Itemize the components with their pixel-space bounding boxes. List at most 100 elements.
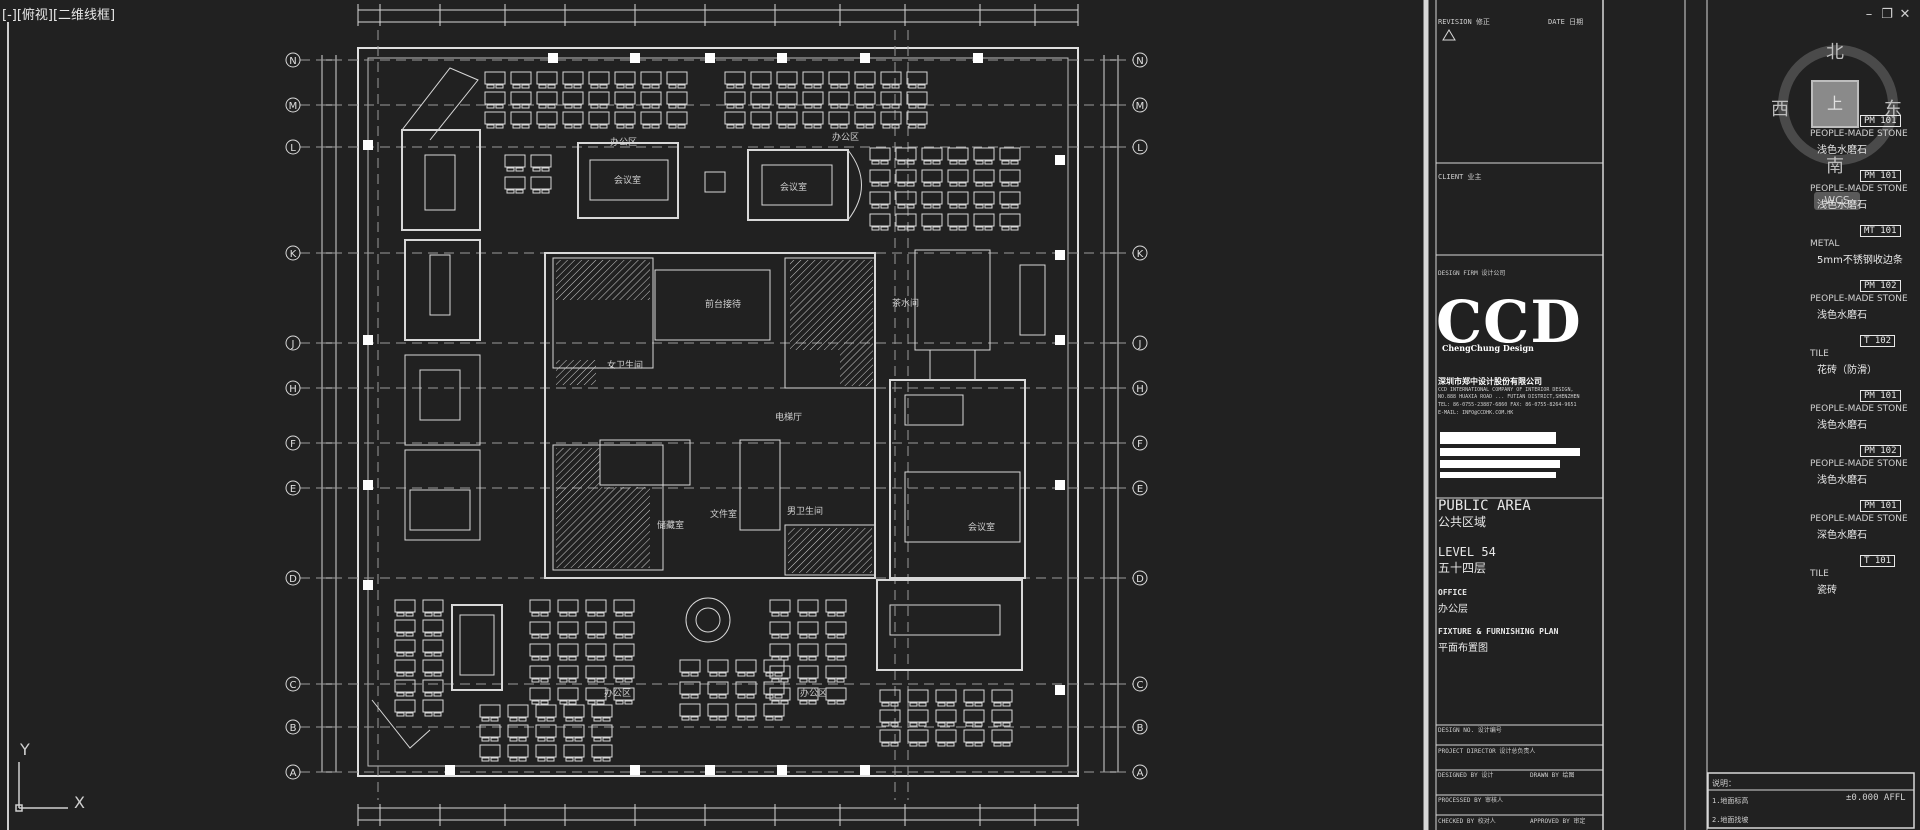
svg-text:K: K — [290, 249, 297, 260]
legend-panel — [1707, 772, 1915, 829]
viewcube-west[interactable]: 西 — [1771, 99, 1789, 120]
viewcube-ring[interactable] — [1778, 45, 1898, 165]
legend-en: METAL — [1810, 239, 1840, 249]
minimize-button[interactable]: – — [1865, 7, 1873, 22]
design-firm-label: DESIGN FIRM 设计公司 — [1438, 270, 1506, 277]
axis-y-label: Y — [19, 740, 30, 759]
legend-cn: 浅色水磨石 — [1817, 200, 1867, 211]
room-label-office-1: 办公区 — [610, 138, 638, 148]
svg-text:F: F — [1137, 439, 1143, 450]
legend-code: T 102 — [1860, 335, 1896, 347]
notes-line-2: 2.地面找坡 — [1712, 816, 1749, 824]
svg-text:L: L — [1137, 143, 1143, 154]
grid-bubble-d-left: D — [285, 570, 301, 586]
svg-text:J: J — [1138, 339, 1142, 350]
viewcube-east[interactable]: 东 — [1884, 99, 1902, 120]
room-label-file-room: 文件室 — [710, 510, 738, 520]
legend-en: PEOPLE-MADE STONE — [1810, 184, 1908, 194]
area-en: PUBLIC AREA — [1438, 498, 1531, 514]
grid-bubble-e-right: E — [1132, 480, 1148, 496]
processed-by: PROCESSED BY 审核人 — [1438, 797, 1503, 804]
client-label: CLIENT 业主 — [1438, 173, 1482, 181]
notes-line-1: 1.地面标高 — [1712, 797, 1749, 805]
wcs-menu[interactable]: WCS — [1814, 192, 1860, 210]
plan-cn: 平面布置图 — [1438, 643, 1488, 654]
grid-bubble-n-left: N — [285, 52, 301, 68]
svg-text:A: A — [290, 768, 297, 779]
grid-bubble-j-left: J — [285, 335, 301, 351]
room-label-office-4: 办公区 — [800, 689, 828, 699]
legend-cn: 浅色水磨石 — [1817, 420, 1867, 431]
floor-plan — [300, 4, 1133, 826]
company-en: CCD INTERNATIONAL COMPANY OF INTERIOR DE… — [1438, 387, 1574, 393]
legend-code: PM 101 — [1860, 115, 1901, 127]
grid-bubble-c-left: C — [285, 676, 301, 692]
ccd-logo-sub: ChengChung Design — [1442, 343, 1534, 353]
grid-bubble-b-right: B — [1132, 719, 1148, 735]
svg-text:B: B — [1137, 723, 1144, 734]
grid-bubble-a-right: A — [1132, 764, 1148, 780]
notes-label: 说明： — [1712, 779, 1736, 788]
grid-bubble-l-left: L — [285, 139, 301, 155]
legend-cn: 深色水磨石 — [1817, 530, 1867, 541]
level-cn: 五十四层 — [1438, 561, 1487, 575]
legend-cn: 瓷砖 — [1817, 585, 1837, 596]
svg-text:N: N — [1136, 56, 1143, 67]
svg-text:L: L — [290, 143, 296, 154]
legend-code: PM 101 — [1860, 170, 1901, 182]
legend-en: PEOPLE-MADE STONE — [1810, 459, 1908, 469]
legend-cn: 浅色水磨石 — [1817, 475, 1867, 486]
viewcube-south[interactable]: 南 — [1826, 156, 1844, 177]
grid-bubble-n-right: N — [1132, 52, 1148, 68]
restore-button[interactable]: ❐ — [1881, 7, 1893, 22]
ccd-logo: CCD — [1436, 288, 1582, 356]
area-cn: 公共区域 — [1438, 515, 1487, 529]
company-tel: TEL: 86-0755-23887-6860 FAX: 86-0755-826… — [1438, 402, 1577, 408]
legend-code: PM 102 — [1860, 280, 1901, 292]
svg-text:D: D — [289, 574, 297, 585]
grid-bubble-h-right: H — [1132, 380, 1148, 396]
svg-text:K: K — [1137, 249, 1144, 260]
title-block — [1423, 0, 1708, 830]
room-label-meeting-1: 会议室 — [614, 176, 642, 186]
axis-x-label: X — [74, 793, 85, 812]
grid-bubble-f-right: F — [1132, 435, 1148, 451]
svg-text:B: B — [290, 723, 297, 734]
viewport-label[interactable]: [-][俯视][二维线框] — [2, 8, 116, 23]
legend-code: PM 102 — [1860, 445, 1901, 457]
close-button[interactable]: ✕ — [1899, 7, 1911, 22]
legend-en: TILE — [1810, 569, 1829, 579]
grid-bubble-k-left: K — [285, 245, 301, 261]
checked-by: CHECKED BY 校对人 — [1438, 818, 1496, 825]
legend-en: PEOPLE-MADE STONE — [1810, 294, 1908, 304]
legend-cn: 5mm不锈钢收边条 — [1817, 255, 1903, 266]
viewcube-north[interactable]: 北 — [1826, 42, 1844, 63]
legend-en: TILE — [1810, 349, 1829, 359]
design-no: DESIGN NO. 设计编号 — [1438, 727, 1502, 734]
svg-text:C: C — [290, 680, 297, 691]
svg-text:H: H — [289, 384, 297, 395]
svg-text:F: F — [290, 439, 296, 450]
designed-by: DESIGNED BY 设计 — [1438, 772, 1494, 779]
svg-text:M: M — [1136, 101, 1145, 112]
svg-text:E: E — [290, 484, 296, 495]
legend-en: PEOPLE-MADE STONE — [1810, 404, 1908, 414]
office-cn: 办公层 — [1438, 604, 1468, 615]
viewcube-top-face[interactable]: 上 — [1811, 80, 1859, 128]
legend-code: MT 101 — [1860, 225, 1901, 237]
legend-code: PM 101 — [1860, 500, 1901, 512]
room-label-lift-hall: 电梯厅 — [775, 413, 803, 423]
grid-bubble-c-right: C — [1132, 676, 1148, 692]
room-label-office-3: 办公区 — [604, 689, 632, 699]
company-cn: 深圳市郑中设计股份有限公司 — [1438, 377, 1542, 386]
room-label-female-wc: 女卫生间 — [607, 361, 644, 371]
company-address: NO.888 HUAXIA ROAD ... FUTIAN DISTRICT,S… — [1438, 394, 1580, 400]
approved-by: APPROVED BY 审定 — [1530, 818, 1586, 825]
notes-level: ±0.000 AFFL — [1846, 793, 1906, 803]
svg-text:C: C — [1137, 680, 1144, 691]
grid-bubble-j-right: J — [1132, 335, 1148, 351]
room-label-office-2: 办公区 — [832, 133, 860, 143]
grid-bubble-l-right: L — [1132, 139, 1148, 155]
